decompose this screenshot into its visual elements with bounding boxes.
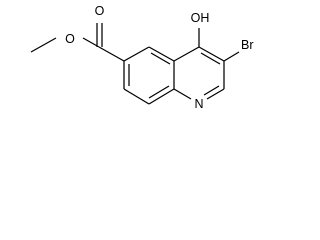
carbonyl-oxygen-label: O <box>95 4 105 18</box>
ring-bond-c2-n1 <box>206 88 225 100</box>
ring-nitrogen-label: N <box>194 97 203 111</box>
hydroxyl-label: OH <box>191 11 210 25</box>
ring-bond-c8a-c8-inner <box>148 85 170 99</box>
ring-bond-n1-c8a <box>173 88 192 100</box>
ring-bond-c4-c3-inner <box>200 52 221 65</box>
methyl-bond <box>30 37 57 53</box>
ester-oxygen-label: O <box>65 32 75 46</box>
ring-bond-c5-c4a <box>148 46 175 62</box>
ring-bond-c2-n1-inner <box>203 85 220 96</box>
ring-bond-c8a-c8 <box>148 88 175 105</box>
bromine-label: Br <box>241 38 254 52</box>
ring-bond-c6-c5 <box>123 46 150 62</box>
ring-bond-c3-br <box>223 51 240 62</box>
molecule-structure: O O OH Br N <box>30 4 254 111</box>
carbonyl-carbon-to-ring-bond <box>98 46 125 62</box>
ring-bond-c8-c7 <box>123 88 150 105</box>
ester-o-to-carbonyl-carbon-bond <box>82 37 100 48</box>
ring-bond-c5-c4a-inner <box>150 52 171 65</box>
ring-bond-c4a-c4 <box>173 46 200 62</box>
ring-bond-c4-c3 <box>198 46 225 62</box>
